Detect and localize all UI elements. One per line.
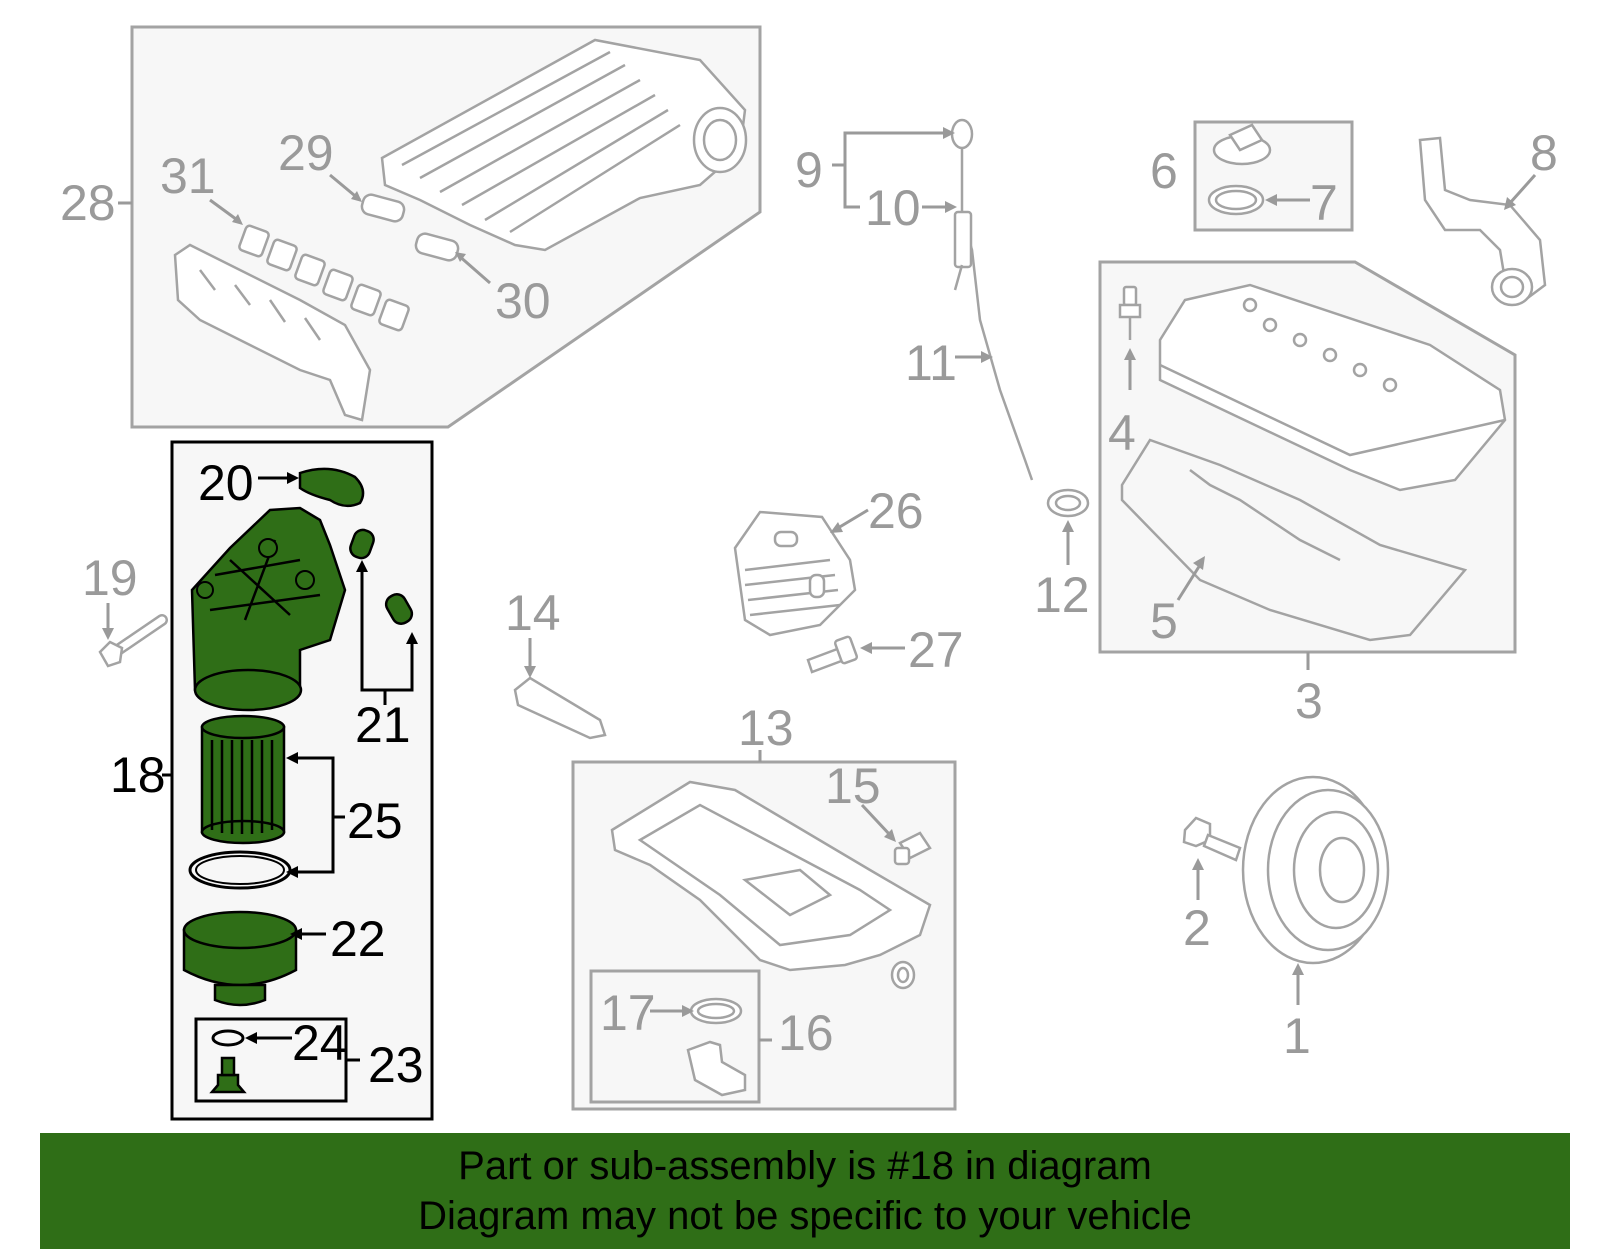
label-8: 8	[1530, 125, 1558, 181]
intake-manifold-part	[380, 38, 748, 252]
label-16: 16	[778, 1005, 834, 1061]
group-13-oil-pan-box	[571, 750, 957, 1111]
label-15: 15	[825, 758, 881, 814]
crank-pulley-1	[1241, 775, 1390, 1005]
label-4: 4	[1108, 405, 1136, 461]
filter-element-25	[200, 714, 286, 845]
label-11: 11	[905, 335, 957, 391]
lower-runner-part	[173, 243, 372, 422]
label-14: 14	[505, 585, 561, 641]
label-21: 21	[355, 697, 411, 753]
label-23: 23	[368, 1037, 424, 1093]
bolt-2	[1182, 816, 1242, 900]
label-9: 9	[795, 142, 823, 198]
washer-24	[211, 1029, 245, 1047]
info-banner: Part or sub-assembly is #18 in diagram D…	[40, 1133, 1570, 1249]
bolt-19	[98, 603, 168, 668]
baffle-14	[513, 638, 607, 740]
group-18-oil-filter-box	[162, 440, 434, 1121]
label-26: 26	[868, 483, 924, 539]
drain-plug-23	[209, 1056, 247, 1094]
group-3-valve-cover-box	[1098, 260, 1517, 670]
label-2: 2	[1183, 900, 1211, 956]
label-27: 27	[908, 622, 964, 678]
label-20: 20	[198, 455, 254, 511]
label-1: 1	[1283, 1008, 1311, 1064]
group-6-7-oil-cap-box	[1193, 120, 1354, 232]
label-13: 13	[738, 700, 794, 756]
label-3: 3	[1295, 673, 1323, 729]
banner-line-2: Diagram may not be specific to your vehi…	[418, 1194, 1192, 1238]
gasket-set-31	[238, 224, 410, 332]
label-29: 29	[278, 125, 334, 181]
breather-hose-8	[1418, 136, 1547, 307]
label-30: 30	[495, 273, 551, 329]
label-5: 5	[1150, 593, 1178, 649]
label-7: 7	[1310, 175, 1338, 231]
label-22: 22	[330, 911, 386, 967]
o-ring-21a	[349, 528, 375, 560]
label-19: 19	[82, 550, 138, 606]
label-28: 28	[60, 175, 116, 231]
label-24: 24	[292, 1015, 348, 1071]
label-31: 31	[160, 148, 216, 204]
label-25: 25	[347, 793, 403, 849]
label-6: 6	[1150, 143, 1178, 199]
dipstick-group	[832, 118, 1090, 565]
bolt-27	[806, 635, 905, 674]
label-12: 12	[1034, 567, 1090, 623]
o-ring-25-inner	[195, 855, 285, 885]
oil-filter-housing	[190, 506, 347, 712]
o-ring-21b	[384, 593, 414, 625]
gasket-20	[298, 467, 365, 508]
oil-cooler-26	[733, 508, 869, 637]
label-18: 18	[110, 747, 166, 803]
label-17: 17	[600, 985, 656, 1041]
filter-cap-22	[182, 910, 298, 1007]
gasket-29	[360, 193, 406, 223]
banner-line-1: Part or sub-assembly is #18 in diagram	[458, 1144, 1152, 1188]
label-10: 10	[865, 180, 921, 236]
group-28-intake-box	[118, 25, 762, 429]
